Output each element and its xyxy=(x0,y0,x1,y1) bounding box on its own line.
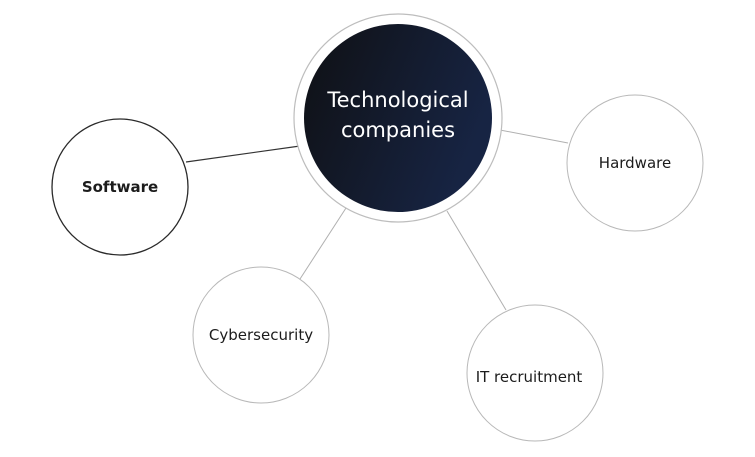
connector-it-recruitment xyxy=(446,210,507,311)
node-it-recruitment[interactable] xyxy=(466,304,604,442)
connector-hardware xyxy=(499,129,569,144)
center-label-line1: Technological xyxy=(327,88,469,112)
center-node[interactable] xyxy=(304,24,492,212)
connector-cybersecurity xyxy=(299,207,347,280)
node-cybersecurity[interactable] xyxy=(192,266,330,404)
node-hardware-label: Hardware xyxy=(598,154,672,172)
node-software[interactable] xyxy=(51,118,189,256)
center-node-label: Technological companies xyxy=(327,85,468,145)
connector-software xyxy=(185,145,301,163)
node-it-recruitment-label: IT recruitment xyxy=(475,368,583,386)
node-hardware[interactable] xyxy=(566,94,704,232)
center-label-line2: companies xyxy=(340,118,456,142)
node-software-label: Software xyxy=(81,178,159,196)
node-cybersecurity-label: Cybersecurity xyxy=(208,326,314,344)
